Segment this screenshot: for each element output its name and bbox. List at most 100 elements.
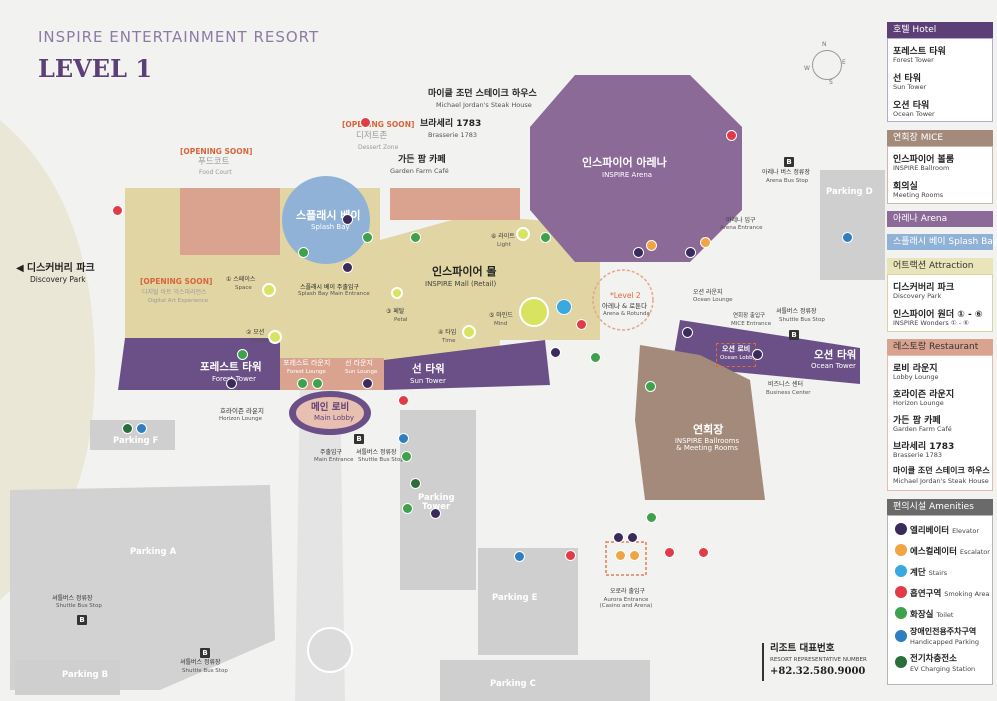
toilet-icon[interactable]	[297, 378, 308, 389]
escalator-icon[interactable]	[615, 550, 626, 561]
smoking-icon[interactable]	[112, 205, 123, 216]
food-court-en: Food Court	[199, 169, 232, 176]
parking-b-label[interactable]: Parking B	[62, 670, 109, 680]
parking-tower-label[interactable]: Parking Tower	[418, 493, 455, 512]
main-entrance-ko: 주출입구	[320, 449, 343, 456]
legend-restaurant-item-en: Lobby Lounge	[893, 373, 939, 381]
smoking-icon[interactable]	[664, 547, 675, 558]
elevator-icon[interactable]	[342, 262, 353, 273]
smoking-icon[interactable]	[360, 117, 371, 128]
legend-hotel-item: 오션 타워	[893, 101, 930, 111]
elevator-icon[interactable]	[430, 508, 441, 519]
light-en: Light	[497, 242, 511, 248]
arena-ko: 인스파이어 아레나	[582, 156, 667, 169]
parking-a-label[interactable]: Parking A	[130, 547, 177, 557]
escalator-icon[interactable]	[646, 240, 657, 251]
amenity-escalator-ko: 에스컬레이터	[910, 547, 957, 557]
toilet-icon[interactable]	[645, 381, 656, 392]
ocean-lounge-ko: 오션 라운지	[693, 289, 723, 296]
legend-amenity-item: 화장실 Toilet	[910, 608, 953, 620]
toilet-icon[interactable]	[410, 232, 421, 243]
escalator-icon[interactable]	[700, 237, 711, 248]
handicapped-icon[interactable]	[136, 423, 147, 434]
ev-charging-icon	[895, 656, 907, 668]
legend-restaurant-item: 마이클 조던 스테이크 하우스	[893, 466, 990, 475]
smoking-icon[interactable]	[398, 395, 409, 406]
smoking-icon[interactable]	[576, 319, 587, 330]
parking-e-label[interactable]: Parking E	[492, 593, 538, 603]
elevator-icon[interactable]	[550, 347, 561, 358]
elevator-icon[interactable]	[633, 247, 644, 258]
shuttle-sw-en: Shuttle Bus Stop	[182, 668, 228, 674]
mall-ko: 인스파이어 몰	[432, 265, 497, 278]
elevator-icon[interactable]	[226, 378, 237, 389]
toilet-icon[interactable]	[237, 349, 248, 360]
toilet-icon[interactable]	[362, 232, 373, 243]
toilet-icon[interactable]	[401, 451, 412, 462]
elevator-icon[interactable]	[682, 327, 693, 338]
shuttle-main-marker: B	[354, 434, 364, 444]
handicapped-icon[interactable]	[842, 232, 853, 243]
toilet-icon[interactable]	[590, 352, 601, 363]
toilet-icon[interactable]	[402, 503, 413, 514]
main-entrance-en: Main Entrance	[314, 457, 354, 463]
wonder-time-node[interactable]	[462, 325, 476, 339]
smoking-icon[interactable]	[698, 547, 709, 558]
elevator-icon[interactable]	[685, 247, 696, 258]
horizon-lounge-ko: 호라이즌 라운지	[220, 407, 264, 415]
garden-farm-ko: 가든 팜 카페	[398, 155, 446, 165]
stairs-icon[interactable]	[556, 299, 572, 315]
escalator-icon	[895, 544, 907, 556]
amenity-handicapped-en: Handicapped Parking	[910, 638, 980, 646]
food-court-ko: 푸드코트	[198, 157, 230, 167]
parking-d-label[interactable]: Parking D	[826, 187, 873, 197]
mice-entrance-en: MICE Entrance	[731, 321, 772, 327]
garden-farm-en: Garden Farm Café	[390, 167, 449, 175]
elevator-icon[interactable]	[342, 214, 353, 225]
elevator-icon[interactable]	[613, 532, 624, 543]
toilet-icon[interactable]	[298, 247, 309, 258]
wonder-space-node[interactable]	[262, 283, 276, 297]
escalator-icon[interactable]	[629, 550, 640, 561]
legend-mice-item-en: INSPIRE Ballroom	[893, 164, 950, 172]
arena-bus-ko: 아레나 버스 정류장	[762, 169, 810, 176]
ev-charging-icon[interactable]	[410, 478, 421, 489]
ev-charging-icon[interactable]	[122, 423, 133, 434]
roundabout	[307, 627, 353, 673]
legend-splash-header: 스플래시 베이 Splash Bay	[887, 234, 997, 250]
amenity-ev-en: EV Charging Station	[910, 665, 976, 673]
wonder-mind-node[interactable]	[519, 297, 549, 327]
wonder-motion-node[interactable]	[268, 330, 282, 344]
handicapped-icon[interactable]	[398, 433, 409, 444]
handicapped-icon[interactable]	[514, 551, 525, 562]
elevator-icon[interactable]	[362, 378, 373, 389]
mind-ko: ⑤ 마인드	[489, 312, 513, 319]
parking-c-label[interactable]: Parking C	[490, 679, 536, 689]
legend-restaurant-item: 호라이즌 라운지	[893, 390, 955, 400]
elevator-icon[interactable]	[752, 349, 763, 360]
elevator-icon[interactable]	[627, 532, 638, 543]
resort-name: INSPIRE ENTERTAINMENT RESORT	[38, 28, 320, 46]
toilet-icon[interactable]	[646, 512, 657, 523]
smoking-icon[interactable]	[726, 130, 737, 141]
legend-amenities-header: 편의시설 Amenities	[887, 499, 993, 515]
smoking-icon[interactable]	[565, 550, 576, 561]
toilet-icon[interactable]	[312, 378, 323, 389]
shuttle-w-marker: B	[77, 615, 87, 625]
discovery-park-area	[0, 120, 95, 600]
legend-hotel-header: 호텔 Hotel	[887, 22, 993, 38]
main-lobby-ko: 메인 로비	[311, 402, 350, 413]
contact-phone[interactable]: +82.32.580.9000	[770, 666, 866, 677]
wonder-light-node[interactable]	[516, 227, 530, 241]
toilet-icon[interactable]	[540, 232, 551, 243]
arena-entrance-en: Arena Entrance	[720, 225, 763, 231]
legend-hotel-item-en: Sun Tower	[893, 83, 927, 91]
rotunda-en: Arena & Rotunda	[603, 311, 650, 317]
digital-art-status: [OPENING SOON]	[140, 277, 213, 286]
dessert-zone-status: [OPENING SOON]	[342, 120, 415, 129]
parking-f-label[interactable]: Parking F	[113, 436, 159, 446]
parking-f-lot	[90, 420, 175, 450]
wonder-petal-node[interactable]	[391, 287, 403, 299]
